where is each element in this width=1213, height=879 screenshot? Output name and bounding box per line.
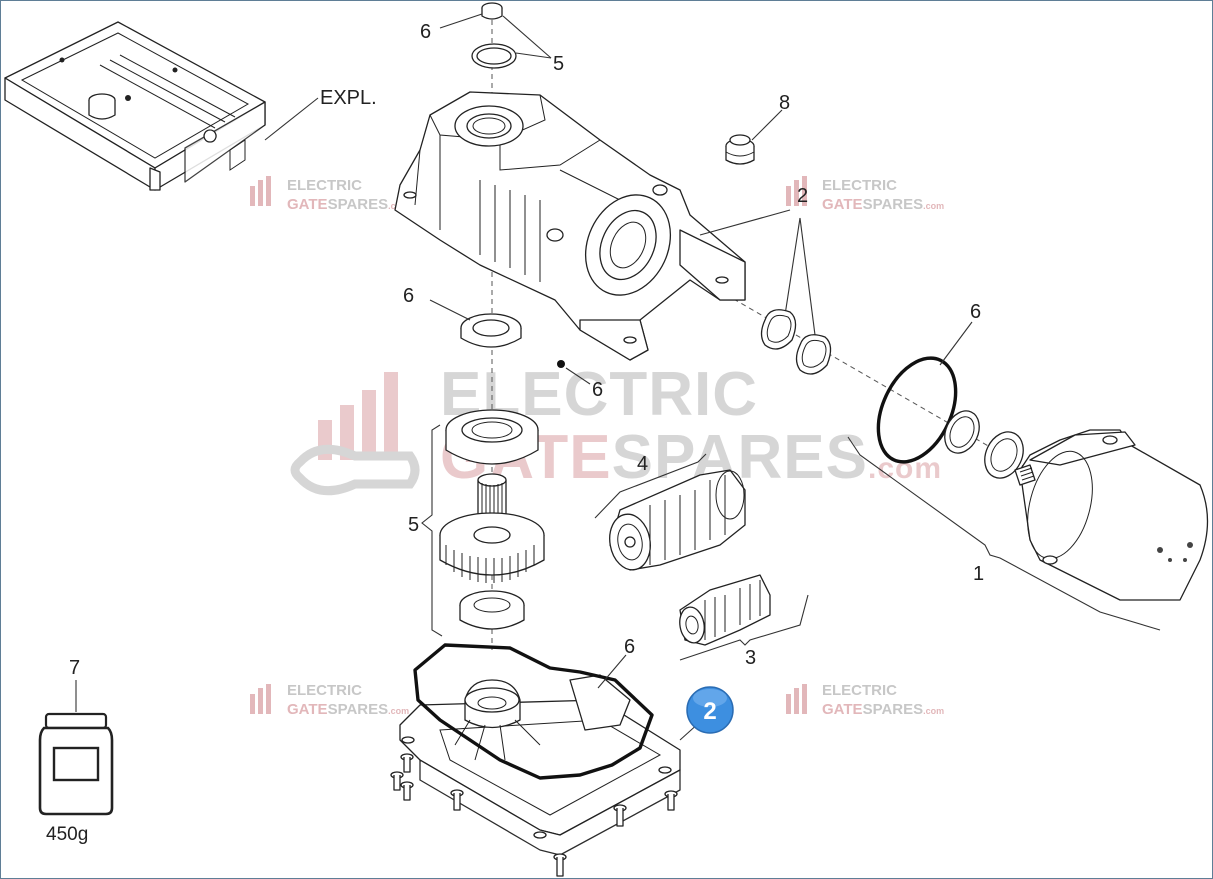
badge-number: 2: [703, 698, 716, 725]
callout-6-dot: 6: [592, 379, 603, 401]
bracket-motor: [847, 436, 1161, 631]
callout-8: 8: [779, 92, 790, 114]
watermark-small-top-right: ELECTRIC GATESPARES.com: [786, 176, 944, 213]
svg-text:ELECTRIC: ELECTRIC: [287, 682, 362, 699]
base-plate-part: [399, 674, 681, 856]
watermark-small-top-left: ELECTRIC GATESPARES.com: [250, 176, 409, 213]
electric-motor-part: [1014, 429, 1209, 601]
callout-expl: EXPL.: [320, 87, 377, 109]
callout-5-top: 5: [553, 53, 564, 75]
top-cap-part: [481, 2, 503, 20]
callout-6-oring: 6: [970, 301, 981, 323]
gearbox-housing: [394, 91, 746, 361]
oil-jar-icon: [38, 680, 114, 816]
svg-text:ELECTRIC: ELECTRIC: [822, 177, 897, 194]
svg-text:GATESPARES.com: GATESPARES.com: [287, 196, 409, 213]
gasket-part-a: [760, 309, 797, 350]
watermark-logo-icon: [290, 372, 420, 496]
watermark-large: ELECTRIC GATESPARES.com: [290, 360, 942, 496]
leader-expl: [264, 97, 319, 141]
callout-1: 1: [973, 563, 984, 585]
svg-text:GATESPARES.com: GATESPARES.com: [287, 701, 409, 718]
base-gasket-part: [413, 643, 654, 780]
watermark-spares: SPARES: [612, 423, 868, 492]
screw-4: [450, 789, 464, 811]
svg-text:GATESPARES.com: GATESPARES.com: [440, 423, 942, 492]
callout-6-gasket: 6: [624, 636, 635, 658]
screw-7: [553, 853, 567, 877]
svg-text:ELECTRIC: ELECTRIC: [287, 177, 362, 194]
screw-5: [613, 804, 627, 827]
svg-text:ELECTRIC: ELECTRIC: [822, 682, 897, 699]
position-badge[interactable]: 2: [679, 686, 734, 741]
gearbox-cover: [4, 21, 266, 191]
small-oring-dot: [557, 360, 565, 368]
screw-1: [400, 753, 414, 773]
oil-weight-label: 450g: [46, 824, 88, 845]
gasket-motor-part: [984, 431, 1024, 479]
callout-7: 7: [69, 657, 80, 679]
seal-ring-part: [460, 313, 522, 348]
callout-6-top: 6: [420, 21, 431, 43]
small-gear-shaft-part: [679, 574, 809, 661]
gear-cluster-part: [594, 453, 746, 571]
top-ring-part: [471, 43, 517, 69]
oring-small-part: [944, 410, 980, 454]
callout-2: 2: [797, 185, 808, 207]
screw-3: [400, 781, 414, 801]
callout-5-shaft: 5: [408, 514, 419, 536]
callout-4: 4: [637, 453, 648, 475]
watermark-suffix: .com: [868, 452, 942, 485]
watermark-small-bottom-right: ELECTRIC GATESPARES.com: [786, 682, 944, 718]
breather-plug-part: [725, 134, 755, 165]
gasket-part-b: [795, 334, 832, 375]
svg-text:GATESPARES.com: GATESPARES.com: [822, 196, 944, 213]
screw-2: [390, 771, 404, 791]
svg-text:GATESPARES.com: GATESPARES.com: [822, 701, 944, 718]
screw-6: [664, 790, 678, 811]
callout-3: 3: [745, 647, 756, 669]
callout-6-seal: 6: [403, 285, 414, 307]
watermark-small-bottom-left: ELECTRIC GATESPARES.com: [250, 682, 409, 718]
shaft-assembly-part: [421, 409, 545, 637]
